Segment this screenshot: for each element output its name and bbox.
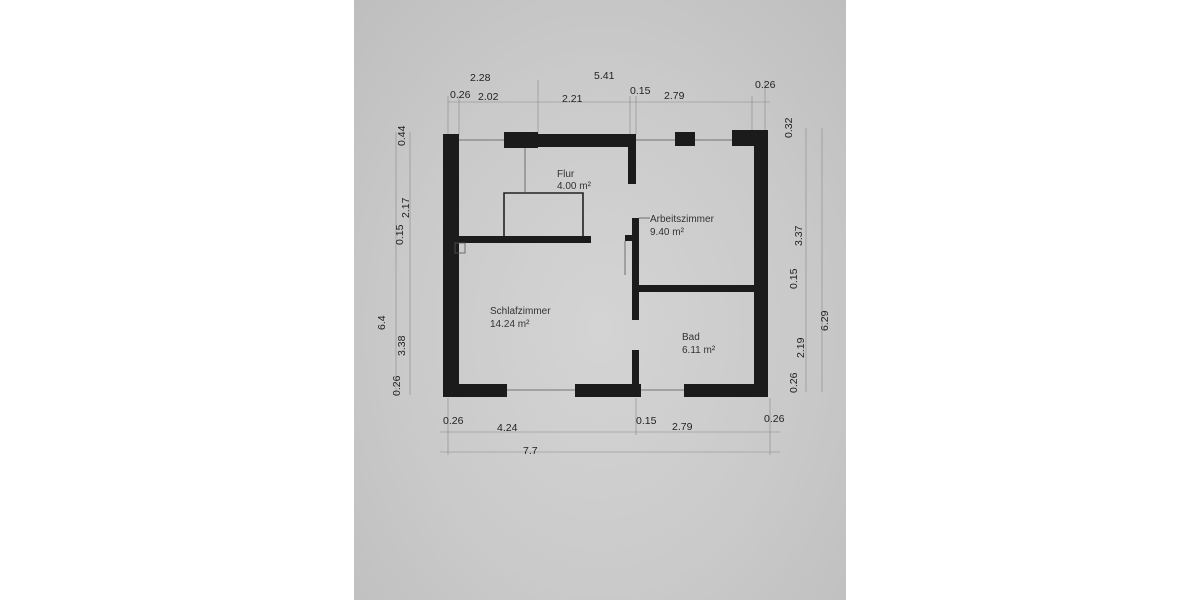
svg-text:Flur: Flur — [557, 169, 575, 180]
thin-lines — [454, 139, 732, 391]
svg-text:2.79: 2.79 — [664, 90, 685, 102]
svg-text:0.26: 0.26 — [450, 89, 471, 101]
svg-text:2.02: 2.02 — [478, 91, 499, 103]
svg-text:6.29: 6.29 — [819, 310, 831, 331]
svg-text:Arbeitszimmer: Arbeitszimmer — [650, 214, 715, 225]
svg-text:2.19: 2.19 — [795, 337, 807, 358]
room-label-arbeitszimmer: Arbeitszimmer 9.40 m² — [650, 214, 715, 238]
svg-text:2.21: 2.21 — [562, 93, 583, 105]
dimension-lines — [395, 80, 823, 455]
dimensions-right: 0.32 3.37 0.15 6.29 2.19 0.26 — [783, 117, 831, 393]
svg-text:2.79: 2.79 — [672, 421, 693, 433]
svg-text:2.28: 2.28 — [470, 72, 491, 84]
svg-text:3.37: 3.37 — [793, 225, 805, 246]
svg-text:Schlafzimmer: Schlafzimmer — [490, 306, 551, 317]
walls — [443, 130, 768, 397]
dimensions-left: 0.44 2.17 0.15 6.4 3.38 0.26 — [376, 125, 412, 396]
svg-text:Bad: Bad — [682, 332, 700, 343]
svg-text:7.7: 7.7 — [523, 445, 538, 457]
svg-text:3.38: 3.38 — [396, 335, 408, 356]
svg-text:0.32: 0.32 — [783, 117, 795, 138]
room-label-schlafzimmer: Schlafzimmer 14.24 m² — [490, 306, 551, 330]
svg-text:0.26: 0.26 — [764, 413, 785, 425]
dimensions-bottom: 0.26 4.24 0.15 2.79 0.26 7.7 — [443, 413, 785, 457]
svg-text:4.24: 4.24 — [497, 422, 518, 434]
svg-text:0.26: 0.26 — [788, 372, 800, 393]
svg-text:0.26: 0.26 — [755, 79, 776, 91]
svg-text:2.17: 2.17 — [400, 197, 412, 218]
room-label-bad: Bad 6.11 m² — [682, 332, 716, 356]
svg-text:9.40 m²: 9.40 m² — [650, 227, 685, 238]
svg-text:14.24 m²: 14.24 m² — [490, 319, 530, 330]
svg-text:5.41: 5.41 — [594, 70, 615, 82]
svg-text:0.26: 0.26 — [443, 415, 464, 427]
svg-text:0.15: 0.15 — [636, 415, 657, 427]
svg-text:0.15: 0.15 — [630, 85, 651, 97]
dimensions-top: 2.28 5.41 0.26 2.02 2.21 0.15 2.79 0.26 — [450, 70, 776, 105]
svg-text:6.4: 6.4 — [376, 315, 388, 330]
svg-text:4.00 m²: 4.00 m² — [557, 181, 592, 192]
svg-text:0.15: 0.15 — [394, 224, 406, 245]
svg-text:6.11 m²: 6.11 m² — [682, 345, 716, 356]
svg-text:0.15: 0.15 — [788, 268, 800, 289]
room-label-flur: Flur 4.00 m² — [557, 169, 592, 192]
svg-text:0.26: 0.26 — [391, 375, 403, 396]
svg-text:0.44: 0.44 — [396, 125, 408, 146]
